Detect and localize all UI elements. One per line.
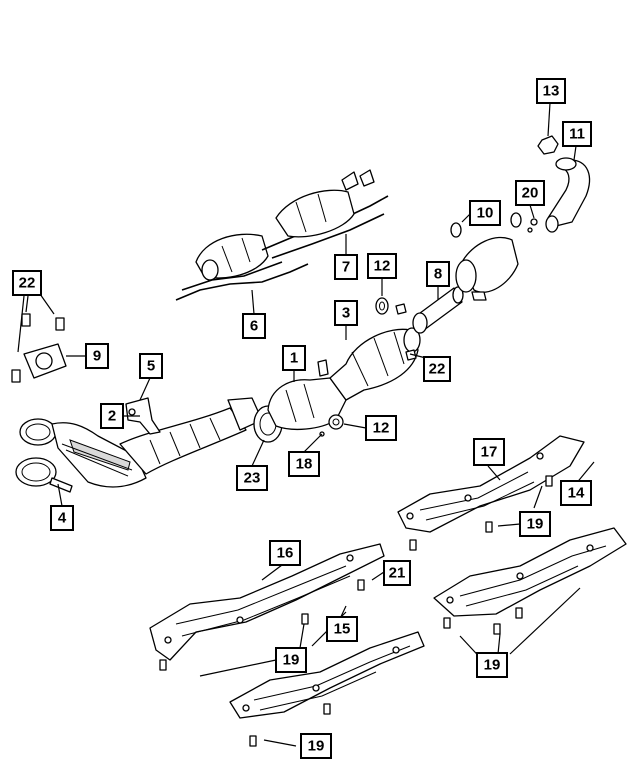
svg-text:19: 19	[527, 516, 544, 533]
callout-13: 13	[536, 78, 566, 104]
callout-12-upper: 12	[367, 253, 397, 279]
callout-3: 3	[334, 300, 358, 326]
callout-12-lower: 12	[365, 415, 397, 441]
muffler-part	[450, 212, 522, 301]
skid-plate-15	[229, 631, 425, 719]
svg-text:6: 6	[250, 318, 258, 335]
callout-6: 6	[242, 313, 266, 339]
parts-illustration	[11, 135, 627, 747]
callout-4: 4	[50, 505, 74, 531]
callout-22-right: 22	[423, 356, 451, 382]
isolator-hanger-upper	[375, 297, 417, 361]
nut-part-13	[537, 135, 559, 155]
svg-text:16: 16	[277, 545, 294, 562]
stud-fasteners-left	[11, 313, 65, 383]
callout-10: 10	[469, 200, 501, 226]
svg-text:7: 7	[342, 259, 350, 276]
callout-19-left-bottom: 19	[300, 733, 332, 759]
callout-8: 8	[426, 261, 450, 287]
svg-text:22: 22	[19, 275, 36, 292]
band-clamp-part	[15, 457, 73, 493]
svg-text:12: 12	[374, 258, 391, 275]
svg-text:10: 10	[477, 205, 494, 222]
svg-text:19: 19	[308, 738, 325, 755]
callout-14: 14	[560, 480, 592, 506]
callout-16: 16	[269, 540, 301, 566]
svg-text:3: 3	[342, 305, 350, 322]
svg-text:19: 19	[283, 652, 300, 669]
callout-9: 9	[85, 343, 109, 369]
heat-shield-16	[149, 543, 385, 661]
svg-text:21: 21	[389, 565, 406, 582]
callout-15: 15	[326, 616, 358, 642]
callout-19-right-bottom: 19	[476, 652, 508, 678]
callout-boxes: 1 2 3 4 5 6 7 8	[12, 78, 592, 759]
svg-text:9: 9	[93, 348, 101, 365]
callout-19-left-top: 19	[275, 647, 307, 673]
callout-1: 1	[282, 345, 306, 371]
callout-19-right-top: 19	[519, 511, 551, 537]
callout-20: 20	[515, 180, 545, 206]
svg-text:8: 8	[434, 266, 442, 283]
heat-shield-17	[397, 435, 585, 533]
fastener-part-20	[527, 218, 538, 233]
skid-plate-14	[433, 527, 627, 617]
callout-2: 2	[100, 403, 124, 429]
callout-11: 11	[562, 121, 592, 147]
callout-21: 21	[383, 560, 411, 586]
sensor-wiring-harness-6	[175, 233, 309, 301]
callout-23: 23	[236, 465, 268, 491]
svg-text:22: 22	[429, 361, 446, 378]
intermediate-pipe-part	[412, 286, 464, 334]
svg-text:15: 15	[334, 621, 351, 638]
svg-text:14: 14	[568, 485, 585, 502]
svg-text:4: 4	[58, 510, 67, 527]
sensor-wiring-harness-7	[261, 169, 389, 259]
tailpipe-part	[545, 157, 591, 233]
bracket-part	[125, 397, 161, 435]
svg-text:5: 5	[147, 358, 155, 375]
callout-18: 18	[288, 451, 320, 477]
gasket-part	[23, 343, 67, 379]
svg-text:19: 19	[484, 657, 501, 674]
svg-text:13: 13	[543, 83, 560, 100]
svg-text:2: 2	[108, 408, 116, 425]
svg-text:23: 23	[244, 470, 261, 487]
svg-text:12: 12	[373, 420, 390, 437]
svg-text:11: 11	[569, 126, 585, 143]
svg-text:17: 17	[481, 444, 498, 461]
svg-text:20: 20	[522, 185, 539, 202]
mounting-bolts	[159, 475, 553, 747]
svg-text:18: 18	[296, 456, 313, 473]
callout-17: 17	[473, 438, 505, 466]
callout-5: 5	[139, 353, 163, 379]
svg-text:1: 1	[290, 350, 298, 367]
callout-22-left: 22	[12, 270, 42, 296]
particulate-filter-part	[329, 327, 421, 401]
callout-7: 7	[334, 254, 358, 280]
